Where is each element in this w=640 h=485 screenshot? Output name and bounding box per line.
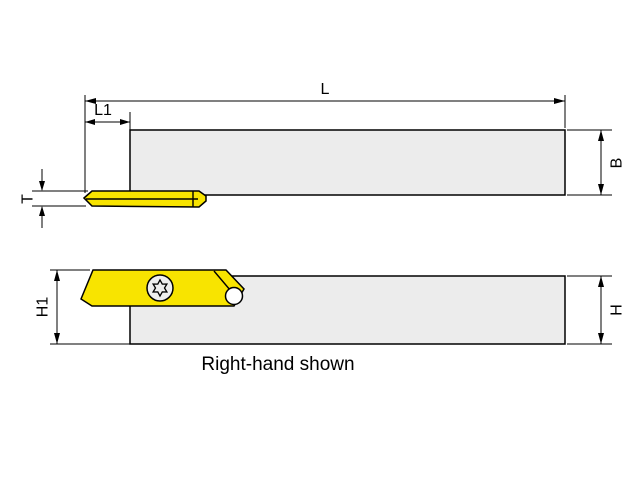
dim-label-T: T bbox=[20, 194, 37, 204]
clamp-screw bbox=[146, 274, 174, 302]
arrow-L-left bbox=[85, 98, 96, 104]
arrow-B-bottom bbox=[598, 184, 604, 195]
arrow-H1-bottom bbox=[54, 333, 60, 344]
arrow-T-down bbox=[39, 181, 45, 191]
arrow-H1-top bbox=[54, 270, 60, 281]
arrow-H-bottom bbox=[598, 333, 604, 344]
dim-label-H1: H1 bbox=[35, 297, 52, 318]
torx-screw-icon bbox=[151, 278, 169, 298]
top-view-shank bbox=[129, 129, 566, 196]
top-view: L L1 B T bbox=[20, 81, 626, 228]
arrow-T-up bbox=[39, 206, 45, 216]
bottom-view: H1 H bbox=[35, 269, 626, 345]
arrow-L1-left bbox=[85, 119, 95, 125]
dim-label-L: L bbox=[321, 81, 330, 98]
dim-label-L1: L1 bbox=[94, 102, 112, 119]
dim-label-H: H bbox=[609, 304, 626, 316]
arrow-L-right bbox=[554, 98, 565, 104]
round-insert-nose bbox=[224, 286, 244, 306]
caption-text: Right-hand shown bbox=[201, 354, 354, 375]
arrow-H-top bbox=[598, 276, 604, 287]
dim-label-B: B bbox=[609, 158, 626, 169]
arrow-L1-right bbox=[120, 119, 130, 125]
arrow-B-top bbox=[598, 130, 604, 141]
